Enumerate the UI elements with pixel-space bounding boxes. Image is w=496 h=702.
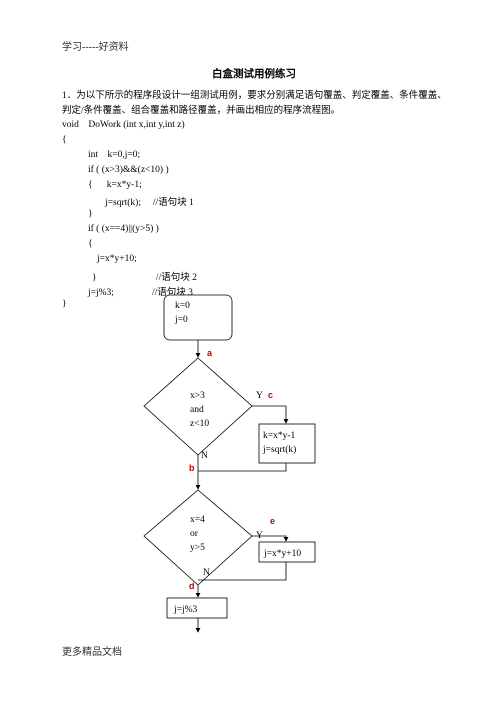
decision-1-line-1: x>3	[190, 391, 205, 401]
code-line: void DoWork (int x,int y,int z)	[62, 120, 185, 130]
question-line-1: 1．为以下所示的程序段设计一组测试用例，要求分别满足语句覆盖、判定覆盖、条件覆盖…	[62, 91, 447, 101]
question-line-2: 判定/条件覆盖、组合覆盖和路径覆盖，并画出相应的程序流程图。	[62, 106, 341, 116]
code-line: } //语句块 2	[92, 273, 197, 283]
path-label-d: d	[189, 581, 195, 591]
decision-1-line-3: z<10	[190, 419, 209, 429]
path-label-a: a	[207, 348, 213, 358]
no-label-1: N	[201, 451, 208, 461]
code-line: { k=x*y-1;	[88, 180, 142, 190]
start-line-2: j=0	[174, 315, 188, 325]
page-footer: 更多精品文档	[62, 647, 122, 658]
decision-2-line-2: or	[190, 529, 199, 539]
code-line: {	[88, 239, 93, 249]
merge-1	[198, 463, 287, 472]
page-header: 学习-----好资料	[62, 42, 129, 53]
path-label-c: c	[268, 390, 273, 400]
start-line-1: k=0	[175, 301, 190, 311]
code-line: j=j%3; //语句块 3	[88, 288, 193, 298]
code-line: {	[62, 135, 67, 145]
code-line: int k=0,j=0;	[88, 150, 141, 160]
block-1	[258, 423, 316, 464]
path-label-b: b	[189, 463, 195, 473]
decision-2-line-3: y>5	[190, 543, 205, 553]
decision-2-line-1: x=4	[190, 515, 205, 525]
decision-2	[143, 489, 253, 586]
block-1-line-2: j=sqrt(k)	[262, 444, 296, 455]
page-title: 白盒测试用例练习	[212, 69, 296, 80]
block-3-text: j=j%3	[173, 605, 198, 615]
block-2	[258, 541, 316, 563]
path-label-e: e	[270, 516, 275, 526]
code-line: j=sqrt(k); //语句块 1	[105, 198, 194, 208]
code-line: }	[88, 209, 93, 219]
no-label-2: N	[203, 568, 210, 578]
decision-1-line-2: and	[190, 405, 204, 415]
yes-branch-2	[252, 535, 289, 542]
yes-label-1: Y	[256, 391, 263, 401]
code-line: if ( (x==4)||(y>5) )	[88, 224, 159, 234]
block-2-text: j=x*y+10	[263, 549, 301, 559]
code-line: }	[62, 299, 67, 309]
merge-2	[198, 562, 287, 581]
yes-label-2: Y	[256, 531, 263, 541]
block-3	[166, 597, 228, 619]
code-line: j=x*y+10;	[97, 254, 137, 264]
yes-branch-1	[252, 405, 289, 424]
block-1-line-1: k=x*y-1	[263, 431, 296, 441]
code-line: if ( (x>3)&&(z<10) )	[88, 165, 169, 175]
